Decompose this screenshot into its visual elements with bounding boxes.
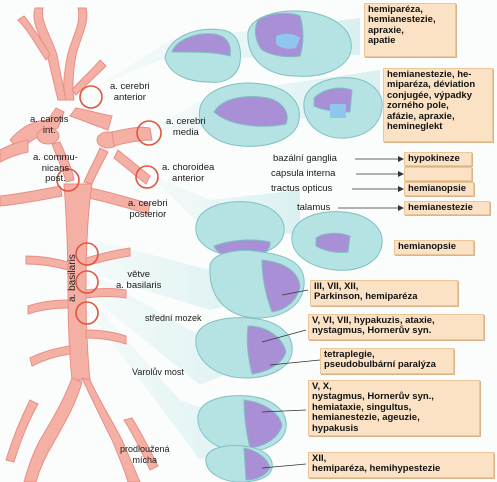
artery-vertebral-left xyxy=(23,377,83,482)
artery-anterior-branch-r xyxy=(71,59,107,96)
marker-anterior xyxy=(79,85,103,109)
artery-media-left xyxy=(0,139,29,163)
symptom-box-hypokineze: hypokineze xyxy=(404,152,472,166)
marker-basilaris-2 xyxy=(75,270,99,294)
symptom-box-hemipareza xyxy=(404,167,472,181)
symptom-box-anterior: hemiparéza,hemianestezie,apraxie,apatie xyxy=(364,3,456,57)
brain-midbrain xyxy=(209,250,305,319)
symptom-box-hemianestezie: hemianestezie xyxy=(404,201,490,215)
arrowheads xyxy=(398,156,404,211)
artery-spinal-l xyxy=(5,399,39,463)
brain-posterior-medial xyxy=(195,201,285,259)
marker-choroidea xyxy=(135,165,159,189)
artery-pontine-1 xyxy=(85,288,127,299)
brain-media-coronal xyxy=(303,77,383,139)
symptom-box-pons-mid: tetraplegie,pseudobulbární paralýza xyxy=(320,348,454,374)
artery-pontine-2 xyxy=(27,299,69,315)
label-varoluv-most: Varolův most xyxy=(132,367,184,377)
artery-media-right xyxy=(111,126,153,147)
brain-medulla xyxy=(205,445,273,482)
artery-vertebral-right xyxy=(81,377,141,482)
artery-anterior-branch-l xyxy=(17,15,51,61)
symptom-box-midbrain: III, VII, XII,Parkinson, hemiparéza xyxy=(310,280,458,306)
marker-basilaris-3 xyxy=(75,301,99,325)
brain-anterior-medial xyxy=(164,28,241,83)
arterial-tree xyxy=(0,7,159,482)
symptom-box-medulla: XII,hemiparéza, hemihypestezie xyxy=(308,452,494,478)
artery-posterior-left xyxy=(0,185,63,207)
artery-anterior-right xyxy=(63,7,88,101)
label-basilaris: a. basilaris xyxy=(67,254,78,302)
symptom-box-hemianopsie-tract: hemianopsie xyxy=(404,182,474,196)
artery-spinal-r xyxy=(123,417,159,471)
artery-choroidea xyxy=(113,149,151,185)
label-bazalni-ganglia: bazální ganglia xyxy=(273,153,337,164)
artery-communicans-left xyxy=(51,141,75,183)
label-talamus: talamus xyxy=(297,202,331,213)
artery-cerebellar-2 xyxy=(25,255,69,271)
marker-communicans xyxy=(56,168,80,192)
marker-basilaris-1 xyxy=(75,242,99,266)
label-tractus-opticus: tractus opticus xyxy=(271,183,333,194)
artery-cerebellar-1 xyxy=(85,247,131,267)
artery-posterior-right xyxy=(87,187,151,215)
brain-media-lateral xyxy=(198,82,300,147)
label-stredni-mozek: střední mozek xyxy=(145,313,202,323)
marker-media xyxy=(136,120,162,146)
artery-carotis-right xyxy=(69,107,113,131)
occlusion-markers xyxy=(56,85,162,325)
symptom-box-pons-upper: V, VI, VII, hypakuzis, ataxie,nystagmus,… xyxy=(308,314,484,340)
symptom-box-pons-lower: V, X,nystagmus, Hornerův syn.,hemiataxie… xyxy=(308,380,480,436)
carotid-stump-left xyxy=(36,127,60,145)
brain-views xyxy=(164,10,383,482)
artery-pontine-3 xyxy=(85,329,127,345)
label-capsula-interna: capsula interna xyxy=(271,168,336,179)
brain-pons-lower xyxy=(197,395,287,453)
symptom-box-hemianopsie: hemianopsie xyxy=(394,240,474,255)
brain-posterior-coronal xyxy=(291,211,383,271)
artery-pontine-4 xyxy=(29,345,71,367)
brain-anterior-lateral xyxy=(247,10,352,77)
artery-communicans-right xyxy=(83,147,109,185)
pointer-lines xyxy=(261,158,398,469)
